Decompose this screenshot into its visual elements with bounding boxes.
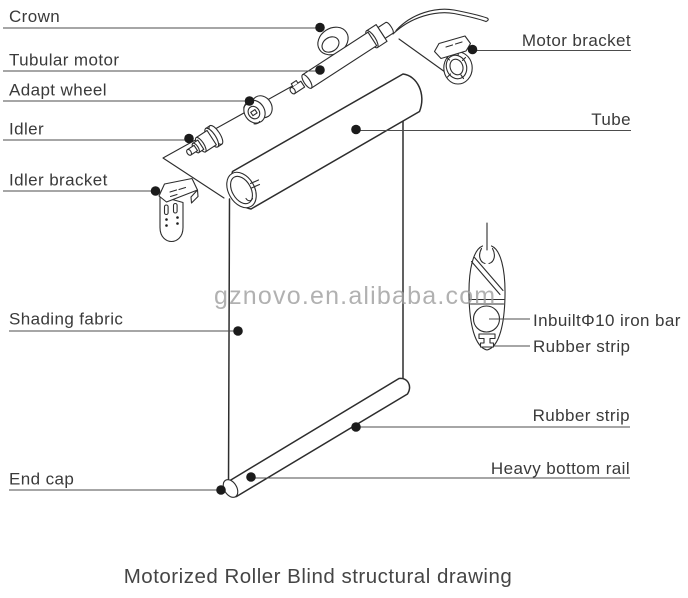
- idler-bracket-drawing: [158, 177, 199, 243]
- label-crown: Crown: [9, 7, 60, 26]
- part-labels: Crown Tubular motor Adapt wheel Idler Id…: [9, 7, 681, 489]
- label-inbuilt-iron-bar: InbuiltΦ10 iron bar: [533, 311, 681, 330]
- label-adapt-wheel: Adapt wheel: [9, 81, 107, 100]
- label-rubber-strip: Rubber strip: [533, 406, 630, 425]
- label-end-cap: End cap: [9, 470, 74, 489]
- label-tubular-motor: Tubular motor: [9, 51, 119, 70]
- label-motor-bracket: Motor bracket: [522, 31, 631, 50]
- bottom-rail-drawing: [222, 377, 411, 498]
- power-cable-drawing: [392, 8, 489, 35]
- label-tube: Tube: [591, 110, 631, 129]
- label-shading-fabric: Shading fabric: [9, 310, 123, 329]
- bottom-rail-cross-section: [468, 222, 506, 351]
- label-rubber-strip-detail: Rubber strip: [533, 337, 630, 356]
- rubber-strip-profile: [478, 333, 496, 348]
- label-idler-bracket: Idler bracket: [9, 171, 108, 190]
- label-idler: Idler: [9, 120, 44, 139]
- leader-lines: [3, 22, 631, 495]
- adapt-wheel-drawing: [243, 95, 273, 125]
- label-heavy-bottom-rail: Heavy bottom rail: [491, 459, 630, 478]
- diagram-title: Motorized Roller Blind structural drawin…: [124, 565, 513, 588]
- watermark-text: gznovo.en.alibaba.com: [214, 282, 496, 310]
- tube-drawing: [226, 73, 423, 210]
- motor-bracket-drawing: [433, 35, 473, 85]
- idler-drawing: [186, 124, 224, 156]
